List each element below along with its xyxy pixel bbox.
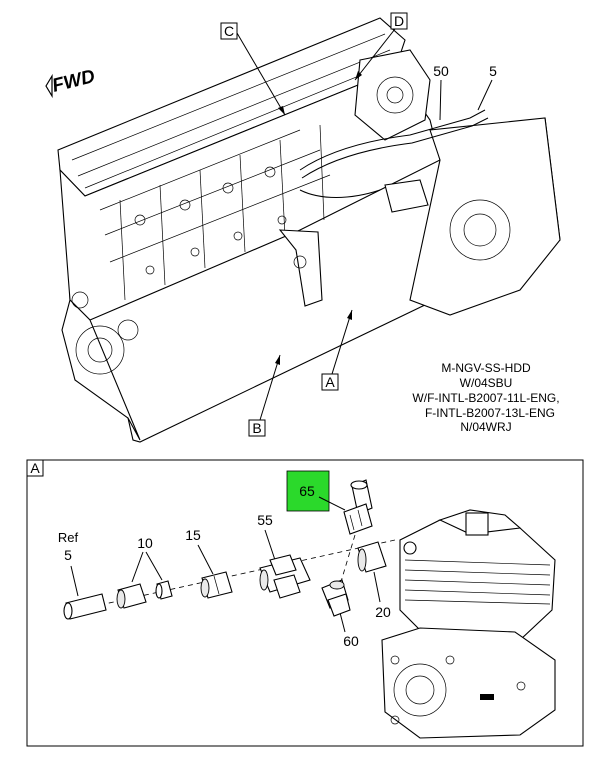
label-part-50: 50	[433, 63, 449, 121]
callout-c[interactable]: C	[220, 22, 286, 116]
forward-orientation: FWD	[45, 66, 97, 99]
fitting-15	[200, 571, 233, 599]
svg-text:C: C	[224, 23, 234, 39]
svg-text:55: 55	[257, 512, 273, 528]
applicability-line: M-NGV-SS-HDD	[441, 361, 531, 375]
svg-text:D: D	[394, 13, 404, 29]
svg-text:A: A	[30, 460, 40, 476]
callout-a-top[interactable]: A	[321, 309, 353, 391]
elbow-60	[321, 579, 351, 617]
svg-text:20: 20	[375, 604, 391, 620]
applicability-note: M-NGV-SS-HDD W/04SBU W/F-INTL-B2007-11L-…	[412, 361, 559, 434]
svg-text:Ref: Ref	[58, 530, 79, 545]
label-part-15: 15	[185, 527, 214, 575]
fitting-20	[357, 541, 387, 573]
tube-ref-5	[63, 593, 107, 620]
applicability-line: W/F-INTL-B2007-11L-ENG,	[412, 391, 559, 405]
label-part-10: 10	[131, 535, 163, 583]
applicability-line: F-INTL-B2007-13L-ENG	[425, 406, 555, 420]
svg-text:65: 65	[299, 483, 315, 499]
svg-text:5: 5	[489, 63, 497, 79]
forward-arrow-icon	[45, 73, 53, 99]
svg-text:50: 50	[433, 63, 449, 79]
svg-text:A: A	[325, 374, 335, 390]
svg-text:B: B	[252, 420, 261, 436]
applicability-line: N/04WRJ	[460, 420, 511, 434]
label-part-55: 55	[257, 512, 276, 561]
engine-illustration	[57, 17, 561, 443]
svg-text:5: 5	[64, 547, 72, 563]
label-part-5: 5	[477, 63, 497, 111]
fitting-65	[343, 479, 373, 535]
svg-text:60: 60	[343, 633, 359, 649]
union-tee-55	[259, 554, 311, 599]
callout-b[interactable]: B	[248, 354, 281, 437]
highlight-part-65[interactable]: 65	[286, 470, 346, 512]
air-compressor	[381, 509, 556, 739]
label-ref-5: Ref 5	[58, 530, 79, 597]
fitting-10	[116, 580, 173, 609]
svg-text:15: 15	[185, 527, 201, 543]
applicability-line: W/04SBU	[460, 376, 513, 390]
svg-text:10: 10	[137, 535, 153, 551]
fwd-label: FWD	[50, 66, 97, 97]
callout-d[interactable]: D	[354, 12, 408, 81]
label-part-20: 20	[373, 571, 391, 620]
